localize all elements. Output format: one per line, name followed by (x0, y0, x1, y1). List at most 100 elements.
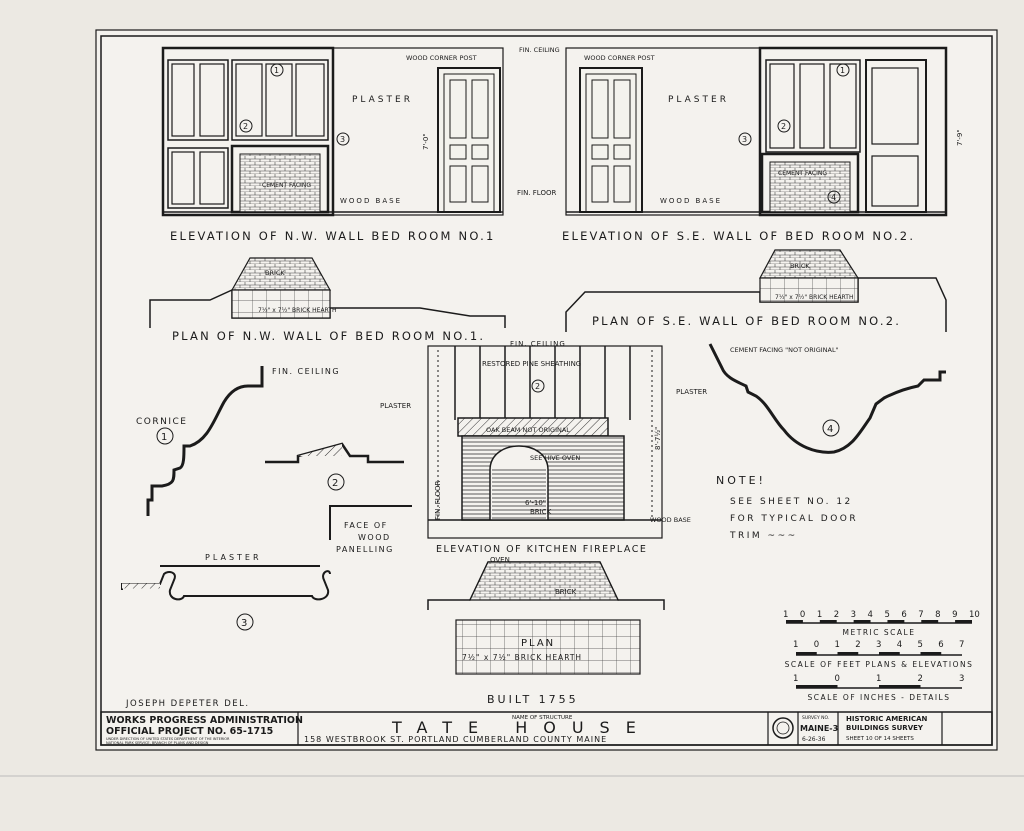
svg-text:SEE SHEET NO. 12: SEE SHEET NO. 12 (730, 497, 853, 507)
svg-text:SURVEY NO.: SURVEY NO. (802, 715, 829, 721)
svg-text:CEMENT FACING "NOT ORIGINAL": CEMENT FACING "NOT ORIGINAL" (730, 346, 839, 354)
metric-scale-segment (786, 620, 803, 623)
svg-text:BRICK: BRICK (265, 269, 285, 277)
svg-text:BRICK: BRICK (530, 508, 552, 516)
kitchen-title: ELEVATION OF KITCHEN FIREPLACE (436, 544, 647, 555)
svg-text:FIN. CEILING: FIN. CEILING (519, 46, 560, 54)
svg-text:CORNICE: CORNICE (136, 417, 187, 427)
inch-scale-tick-label: 1 (876, 674, 881, 684)
plan-se-title: PLAN OF S.E. WALL OF BED ROOM NO.2. (592, 314, 901, 328)
feet-scale-tick-label: 4 (897, 640, 902, 650)
svg-text:NAME OF STRUCTURE: NAME OF STRUCTURE (512, 715, 573, 721)
svg-text:3: 3 (340, 135, 345, 144)
metric-scale-segment (955, 620, 972, 623)
inch-scale-tick-label: 0 (835, 674, 840, 684)
metric-scale-tick-label: 2 (834, 610, 839, 620)
svg-text:FOR TYPICAL DOOR: FOR TYPICAL DOOR (730, 514, 858, 524)
delineator: JOSEPH DEPETER DEL. (125, 699, 250, 709)
svg-text:8'-7½": 8'-7½" (654, 427, 662, 450)
svg-text:2: 2 (332, 478, 338, 489)
feet-scale-segment (837, 652, 859, 655)
svg-text:7½" x 7½" BRICK HEARTH: 7½" x 7½" BRICK HEARTH (258, 307, 336, 314)
svg-text:7½" x 7½" BRICK HEARTH: 7½" x 7½" BRICK HEARTH (775, 294, 853, 301)
svg-text:PLAN: PLAN (521, 638, 555, 649)
svg-text:UNDER DIRECTION OF UNITED STAT: UNDER DIRECTION OF UNITED STATES DEPARTM… (106, 737, 230, 741)
svg-text:1: 1 (161, 432, 167, 443)
feet-scale-label: SCALE OF FEET PLANS & ELEVATIONS (785, 660, 974, 669)
svg-text:3: 3 (241, 618, 247, 629)
svg-text:4: 4 (831, 193, 836, 202)
metric-scale-tick-label: 1 (783, 610, 788, 620)
svg-text:2: 2 (781, 122, 786, 131)
svg-text:3: 3 (742, 135, 747, 144)
svg-text:FIN. FLOOR: FIN. FLOOR (434, 481, 442, 520)
feet-scale-tick-label: 6 (938, 640, 943, 650)
feet-scale-tick-label: 5 (918, 640, 923, 650)
svg-text:PLASTER: PLASTER (380, 402, 411, 410)
cornice-detail: FIN. CEILING CORNICE 1 (136, 366, 340, 516)
base-detail: 2 (265, 442, 404, 491)
svg-text:7½" x 7½" BRICK HEARTH: 7½" x 7½" BRICK HEARTH (462, 653, 582, 662)
plan-se-wall: BRICK 7½" x 7½" BRICK HEARTH PLAN OF S.E… (565, 249, 947, 332)
metric-scale-tick-label: 1 (817, 610, 822, 620)
feet-scale-segment (920, 652, 942, 655)
elevation-se-wall: CEMENT FACING PLASTER WOOD CORNER POST W… (565, 46, 964, 217)
note-block: NOTE! SEE SHEET NO. 12 FOR TYPICAL DOOR … (716, 474, 858, 541)
svg-text:OFFICIAL PROJECT NO. 65-1715: OFFICIAL PROJECT NO. 65-1715 (106, 726, 273, 737)
svg-text:1: 1 (274, 66, 279, 75)
svg-text:WOOD BASE: WOOD BASE (340, 197, 402, 205)
feet-scale-tick-label: 3 (876, 640, 881, 650)
svg-text:FIN. CEILING: FIN. CEILING (510, 340, 566, 348)
svg-text:PANELLING: PANELLING (336, 545, 394, 554)
svg-text:TRIM ~~~: TRIM ~~~ (729, 531, 798, 541)
inch-scale-segment (879, 685, 921, 688)
svg-text:7'-9": 7'-9" (956, 129, 964, 146)
svg-text:158 WESTBROOK ST. PORTLAND CUM: 158 WESTBROOK ST. PORTLAND CUMBERLAND CO… (304, 735, 607, 744)
metric-scale-tick-label: 3 (851, 610, 856, 620)
elevation-nw-wall: CEMENT FACING PLASTER WOOD CORNER POST F… (161, 46, 560, 217)
svg-text:MAINE-3: MAINE-3 (800, 724, 838, 733)
svg-text:SHEET 10 OF 14 SHEETS: SHEET 10 OF 14 SHEETS (846, 736, 914, 742)
svg-text:BRICK: BRICK (555, 588, 577, 596)
svg-text:PLASTER: PLASTER (668, 95, 729, 105)
feet-scale-segment (879, 652, 900, 655)
svg-text:WOOD: WOOD (358, 533, 391, 542)
metric-scale-segment (853, 620, 871, 623)
metric-scale-label: METRIC SCALE (843, 628, 916, 637)
seal-icon (772, 717, 794, 739)
metric-scale-tick-label: 0 (800, 610, 805, 620)
elevation-nw-title: ELEVATION OF N.W. WALL BED ROOM NO.1 (170, 229, 496, 243)
inch-scale-tick-label: 1 (793, 674, 798, 684)
svg-text:FACE OF: FACE OF (344, 521, 388, 530)
svg-text:2: 2 (535, 382, 540, 391)
plan-nw-wall: BRICK 7½" x 7½" BRICK HEARTH PLAN OF N.W… (149, 257, 506, 343)
plan-nw-title: PLAN OF N.W. WALL OF BED ROOM NO.1. (172, 329, 485, 343)
kitchen-fireplace-elevation: FIN. CEILING RESTORED PINE SHEATHING 2 P… (380, 340, 707, 555)
svg-text:6'-10": 6'-10" (525, 499, 546, 507)
feet-scale-tick-label: 7 (959, 640, 964, 650)
metric-scale-tick-label: 5 (884, 610, 889, 620)
svg-text:1: 1 (840, 66, 845, 75)
panel-detail: FACE OF WOOD PANELLING PLASTER 3 (121, 505, 412, 631)
svg-text:WOOD BASE: WOOD BASE (650, 516, 691, 524)
svg-text:6-26-36: 6-26-36 (802, 736, 826, 743)
svg-text:RESTORED PINE SHEATHING: RESTORED PINE SHEATHING (482, 360, 581, 368)
metric-scale-segment (921, 620, 939, 623)
metric-scale-tick-label: 10 (969, 610, 980, 620)
svg-text:2: 2 (243, 122, 248, 131)
structure-name: TATE HOUSE (391, 718, 652, 737)
svg-text:WOOD CORNER POST: WOOD CORNER POST (406, 54, 477, 62)
svg-text:4: 4 (827, 424, 833, 435)
metric-scale-tick-label: 7 (918, 610, 923, 620)
svg-text:HISTORIC AMERICAN: HISTORIC AMERICAN (846, 715, 928, 723)
inch-scale-tick-label: 3 (959, 674, 964, 684)
metric-scale-tick-label: 6 (901, 610, 906, 620)
inch-scale-label: SCALE OF INCHES - DETAILS (808, 693, 951, 702)
svg-text:FIN. CEILING: FIN. CEILING (272, 367, 340, 376)
kitchen-fireplace-plan: OVEN BRICK PLAN 7½" x 7½" BRICK HEARTH (427, 556, 665, 675)
elevation-se-title: ELEVATION OF S.E. WALL OF BED ROOM NO.2. (562, 229, 915, 243)
svg-text:SEE HIVE OVEN: SEE HIVE OVEN (530, 454, 580, 462)
inch-scale-tick-label: 2 (918, 674, 923, 684)
feet-scale-tick-label: 0 (814, 640, 819, 650)
